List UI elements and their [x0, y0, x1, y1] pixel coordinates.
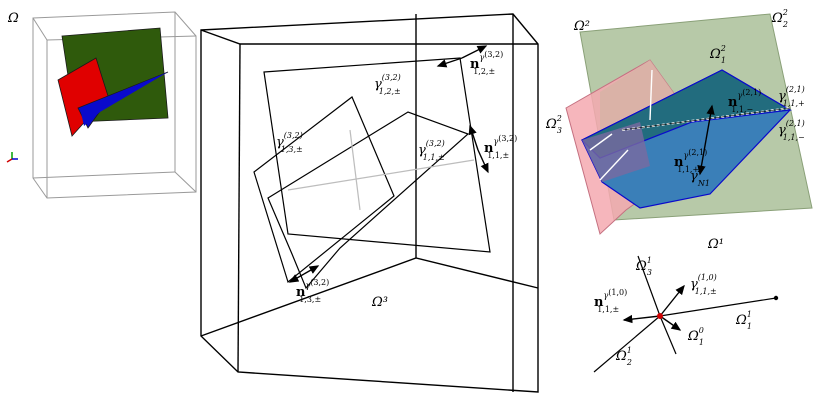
gamma-planes: [253, 57, 491, 290]
center-labels: γ(3,2)1,2,± γ(3,2)1,3,± γ(3,2)1,1,± nγ(3…: [276, 50, 517, 310]
white-seam-2: [589, 133, 613, 151]
normal-11-arrow-b: [477, 149, 489, 174]
normal-10-arrow-a: [659, 284, 685, 317]
intersection-line: [287, 159, 475, 191]
normal-12-arrow-b: [436, 57, 463, 68]
normal-21-label: nγ(2,1)1,1,+: [674, 148, 707, 174]
normal-13-arrow: [303, 265, 320, 275]
omega-label: Ω: [7, 11, 19, 26]
normal-arrows: [288, 45, 489, 283]
line-omega11: [659, 297, 777, 317]
junction-point: [657, 313, 663, 319]
normal-21-arrow: [705, 104, 715, 141]
line-omega13: [637, 255, 661, 317]
intersection-line-2: [349, 129, 361, 211]
axes-triad: [6, 152, 18, 163]
blue-plane-face: [80, 72, 168, 126]
endpoint-dot: [773, 295, 779, 301]
normal-12-label: nγ(3,2)1,2,±: [470, 50, 503, 76]
normal-10-arrow-c: [659, 315, 682, 331]
plane-gamma-13: [253, 96, 395, 284]
cube-inner-bottom: [200, 257, 539, 337]
gamma-21-plus-label: γ(2,1)1,1,+: [778, 85, 805, 108]
white-seam-3: [599, 149, 629, 181]
normal-12-arrow: [461, 45, 488, 59]
gamma-21-minus-label: γ(2,1)1,1,−: [778, 119, 805, 142]
junction-lines: [593, 255, 777, 373]
normal-21-label-top: nγ(2,1)1,1,−: [728, 88, 761, 114]
cube-back-top: [200, 29, 538, 45]
white-seam-1: [649, 69, 653, 121]
small-box-edges: [32, 11, 197, 199]
normal-13-label: nγ(3,2)1,3,±: [296, 278, 329, 304]
normal-13-arrow-b: [288, 273, 305, 283]
line-omega12: [593, 315, 661, 373]
normal-21-arrow-b: [697, 139, 707, 176]
omega2-label: Ω²: [573, 19, 590, 34]
omega1-label: Ω¹: [707, 237, 724, 252]
purple-overlap: [582, 122, 650, 182]
gamma-11-label: γ(3,2)1,1,±: [418, 139, 445, 162]
normal-11-label: nγ(3,2)1,1,±: [484, 134, 517, 160]
plane-gamma-11: [267, 111, 470, 290]
cube-back-left: [237, 43, 241, 373]
intersection-gamma-21b: [621, 107, 791, 131]
large-3d-view: [200, 13, 539, 393]
omega3-label: Ω³: [371, 295, 388, 310]
plane-gamma-12: [263, 57, 491, 253]
small-3d-view: Ω: [6, 11, 197, 199]
normal-10-arrow-b: [622, 314, 661, 324]
normal-11-arrow: [468, 124, 479, 151]
gamma-12-label: γ(3,2)1,2,±: [374, 73, 401, 96]
gamma-13-label: γ(3,2)1,3,±: [276, 131, 303, 154]
normal-10-label: nγ(1,0)1,1,±: [594, 288, 627, 314]
line-lower: [659, 315, 677, 355]
gamma-10-label: γ(1,0)1,1,±: [690, 273, 717, 296]
